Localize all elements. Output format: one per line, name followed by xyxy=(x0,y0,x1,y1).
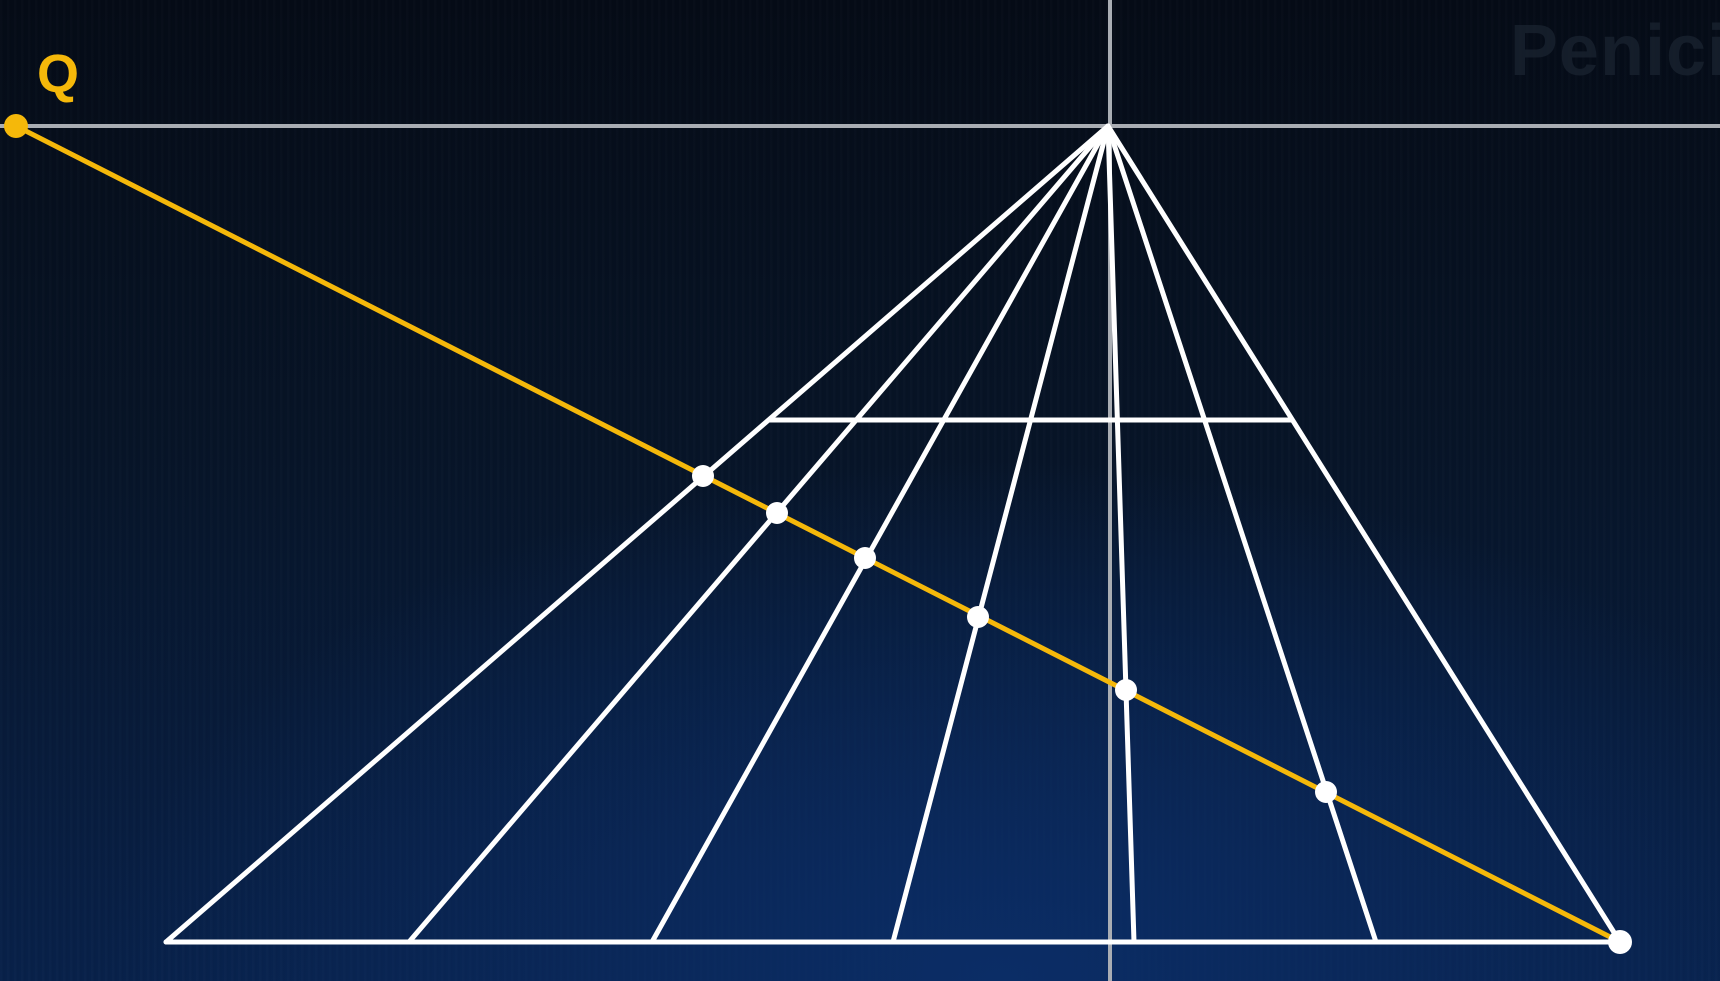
intersection-point xyxy=(1608,930,1632,954)
fan-line-5 xyxy=(1105,123,1137,945)
triangle-right-side xyxy=(1105,123,1623,945)
point-q-label: Q xyxy=(37,44,79,104)
point-q-marker xyxy=(4,114,28,138)
intersection-point xyxy=(766,502,788,524)
highlight-diagonal-line xyxy=(13,123,1623,945)
intersection-points xyxy=(692,465,1632,954)
intersection-point xyxy=(967,606,989,628)
fan-line-6 xyxy=(1105,123,1379,945)
triangle-left-side xyxy=(163,123,1111,945)
fan-line-4 xyxy=(890,123,1111,945)
fan-line-2 xyxy=(406,123,1111,945)
intersection-point xyxy=(1315,781,1337,803)
intersection-point xyxy=(854,547,876,569)
fan-lines xyxy=(163,123,1623,945)
intersection-point xyxy=(692,465,714,487)
fan-line-3 xyxy=(649,123,1111,945)
intersection-point xyxy=(1115,679,1137,701)
watermark-text: Penici xyxy=(1509,11,1720,91)
